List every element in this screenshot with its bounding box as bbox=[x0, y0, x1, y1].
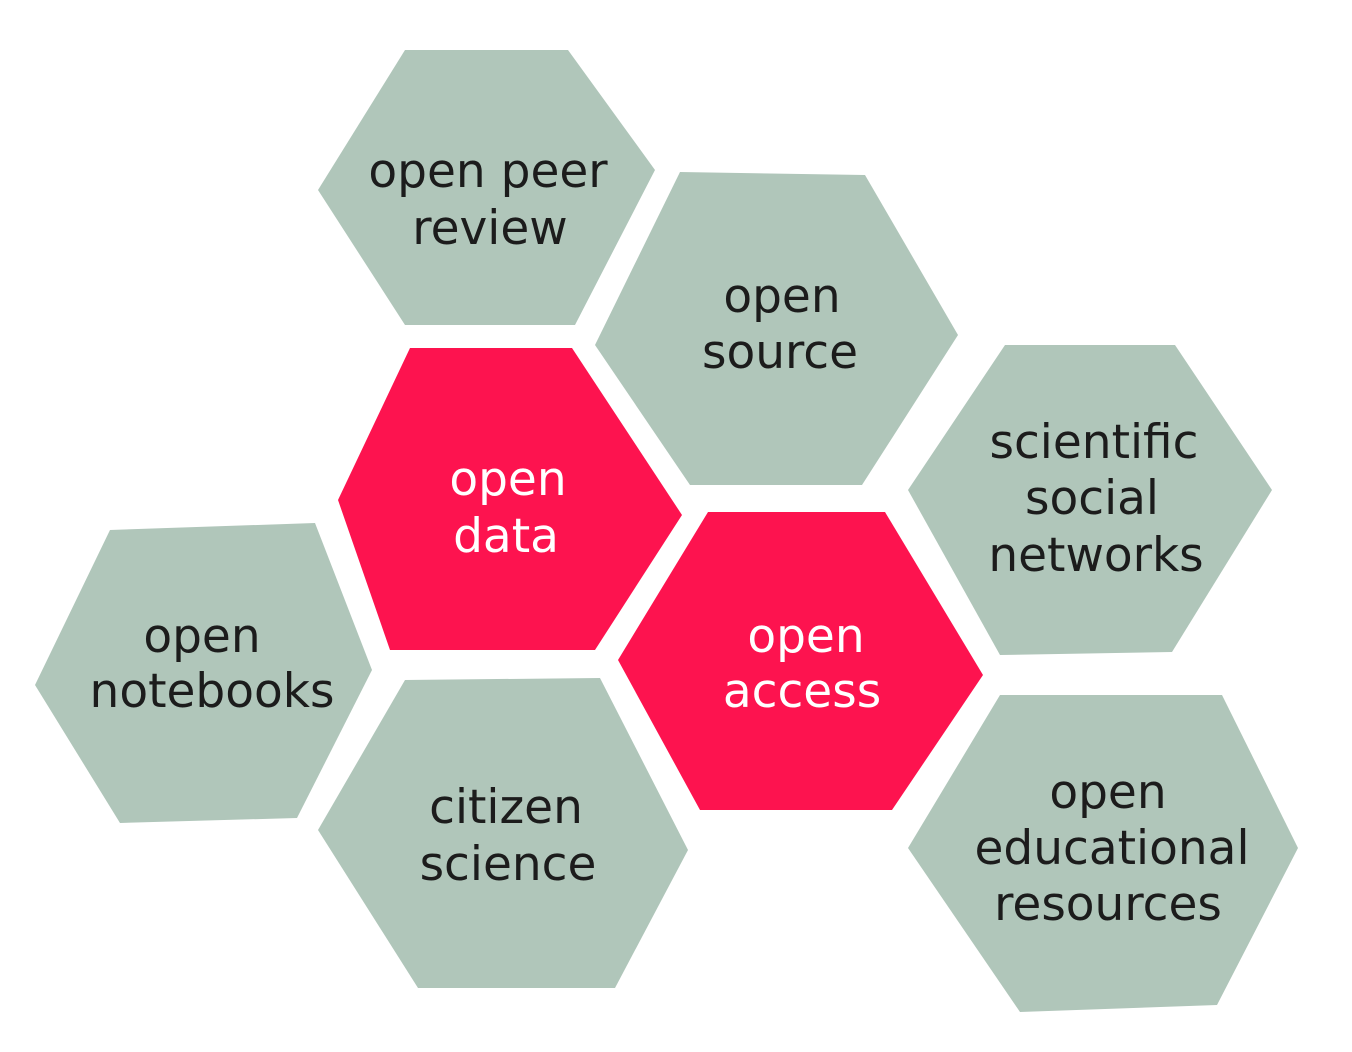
hex-label-line: notebooks bbox=[90, 664, 335, 719]
hex-label-line: open bbox=[449, 452, 566, 507]
hex-label-line: networks bbox=[988, 528, 1203, 583]
hex-open-peer-review: open peer review bbox=[318, 50, 655, 325]
hex-open-source: open source bbox=[595, 172, 958, 485]
hexagon-shape bbox=[318, 678, 688, 988]
hex-label-line: science bbox=[420, 837, 597, 892]
hex-label-line: resources bbox=[994, 877, 1222, 932]
hex-label-line: citizen bbox=[429, 780, 583, 835]
hex-open-notebooks: open notebooks bbox=[35, 523, 372, 823]
hex-citizen-science: citizen science bbox=[318, 678, 688, 988]
hex-label-line: data bbox=[453, 509, 559, 564]
hex-label-line: open bbox=[723, 269, 840, 324]
hex-label-line: open bbox=[143, 609, 260, 664]
hexagon-shape bbox=[318, 50, 655, 325]
hex-label-line: source bbox=[702, 325, 858, 380]
hex-label-line: access bbox=[723, 664, 881, 719]
hexagon-shape bbox=[35, 523, 372, 823]
hex-label-line: review bbox=[412, 201, 567, 256]
hexagon-shape bbox=[618, 512, 983, 810]
hex-label-line: open bbox=[747, 609, 864, 664]
hexagon-shape bbox=[338, 348, 682, 650]
hex-open-data: open data bbox=[338, 348, 682, 650]
hex-label-line: educational bbox=[974, 821, 1249, 876]
hex-label-line: scientific bbox=[989, 415, 1198, 470]
hex-label-line: social bbox=[1025, 471, 1159, 526]
hexagon-shape bbox=[908, 345, 1272, 655]
hexagon-shape bbox=[595, 172, 958, 485]
hexagon-shape bbox=[908, 695, 1298, 1012]
hex-open-access: open access bbox=[618, 512, 983, 810]
hex-label-line: open bbox=[1049, 765, 1166, 820]
hex-scientific-social-networks: scientific social networks bbox=[908, 345, 1272, 655]
hex-open-educational-resources: open educational resources bbox=[908, 695, 1298, 1012]
hex-label-line: open peer bbox=[368, 144, 608, 199]
